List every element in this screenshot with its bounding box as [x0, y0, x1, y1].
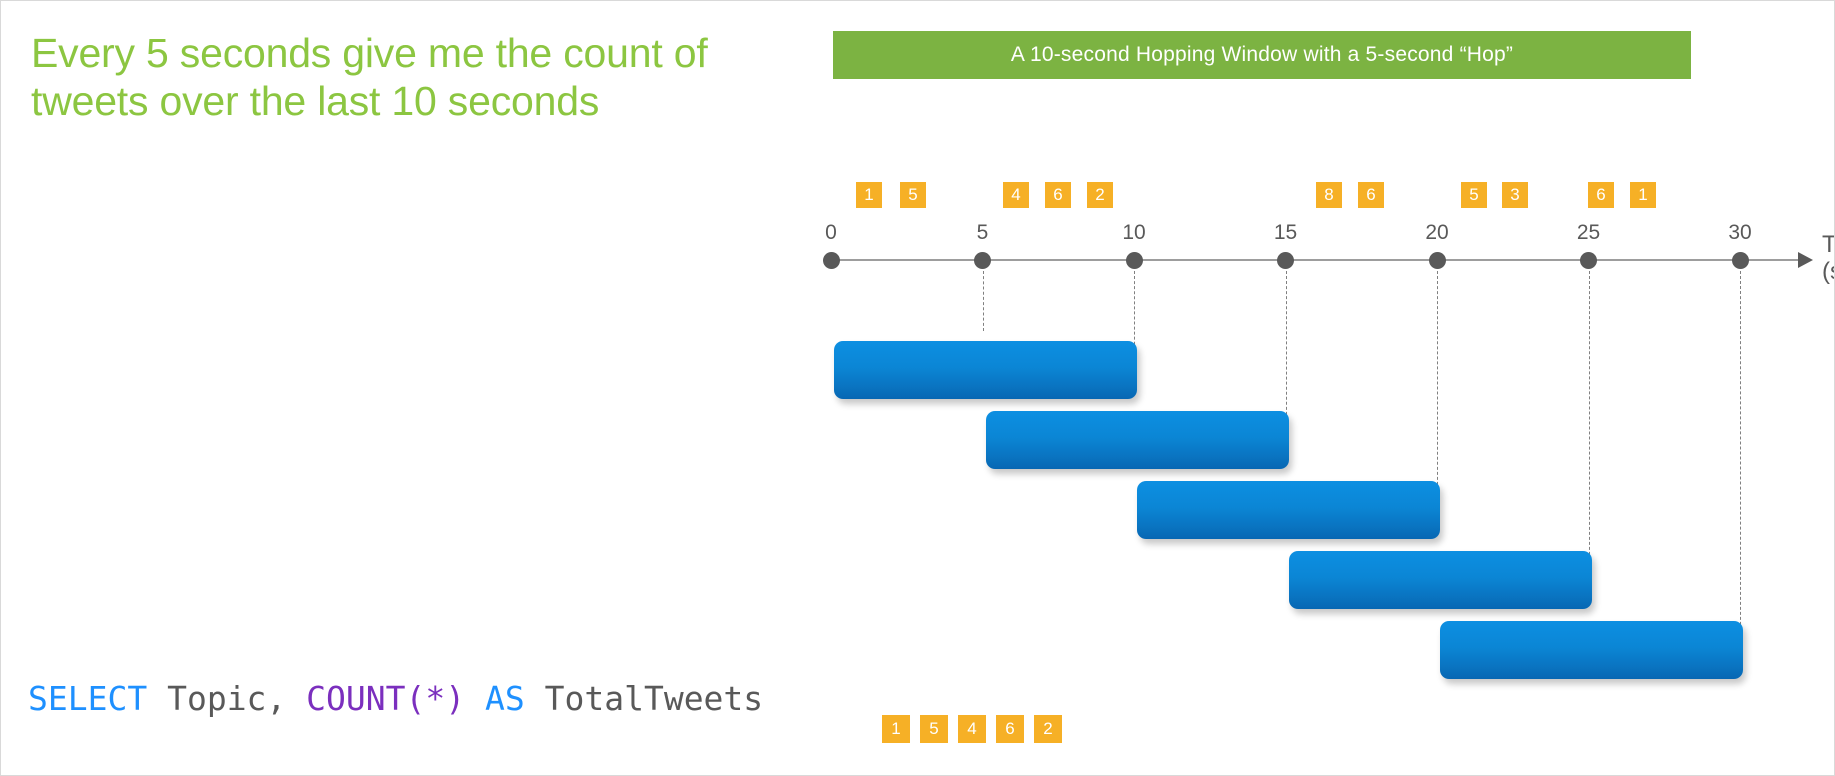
axis-tick-dot — [1428, 252, 1446, 269]
window-badge-group: 86 — [1185, 481, 1251, 775]
window-event-badge: 5 — [920, 715, 948, 743]
window-event-badge: 4 — [958, 715, 986, 743]
guide-line — [1134, 271, 1135, 370]
axis-tick-label: 0 — [825, 221, 837, 244]
hopping-window-bar — [1288, 551, 1592, 609]
axis-line — [830, 259, 1799, 261]
window-event-badge: 6 — [996, 715, 1024, 743]
stream-event-badge: 8 — [1316, 182, 1342, 208]
axis-tick-label: 25 — [1576, 221, 1601, 244]
sql-line-1: SELECT Topic, COUNT(*) AS TotalTweets — [28, 675, 922, 723]
stream-event-badge: 2 — [1087, 182, 1113, 208]
hopping-window-bar — [1137, 481, 1440, 539]
stream-event-badge: 6 — [1045, 182, 1071, 208]
window-badge-group: 462 — [1034, 411, 1138, 775]
axis-tick-dot — [1580, 252, 1597, 269]
sql-token: TotalTweets — [524, 678, 764, 718]
axis-caption-line-2: (secs) — [1822, 257, 1834, 285]
axis-caption-line-1: Time — [1822, 231, 1835, 258]
stream-event-badge: 5 — [900, 182, 926, 208]
axis-caption: Time(secs) — [1822, 231, 1835, 286]
stream-event-badge: 4 — [1003, 182, 1029, 208]
guide-line — [1588, 271, 1590, 580]
axis-tick-dot — [1731, 252, 1749, 269]
window-event-badge: 2 — [1034, 715, 1062, 743]
sql-token: COUNT(*) — [306, 678, 466, 718]
sql-token: Topic, — [147, 678, 307, 718]
axis-tick-dot — [1125, 252, 1143, 269]
page-title: Every 5 seconds give me the count of twe… — [31, 30, 708, 125]
sql-token — [465, 679, 485, 718]
axis-tick-dot — [1277, 252, 1294, 269]
axis-tick-dot — [974, 252, 991, 269]
banner-title: A 10-second Hopping Window with a 5-seco… — [1010, 43, 1514, 66]
stream-event-badge: 6 — [1358, 182, 1384, 208]
guide-line — [982, 271, 984, 331]
stream-event-badge: 1 — [1630, 182, 1656, 208]
hopping-window-bar — [834, 341, 1137, 399]
axis-tick-label: 5 — [976, 221, 989, 244]
sql-token: SELECT — [28, 678, 148, 718]
stream-event-badge: 5 — [1461, 182, 1487, 208]
stream-event-badge: 3 — [1502, 182, 1528, 208]
axis-arrow-icon — [1798, 252, 1813, 268]
hopping-window-bar — [985, 411, 1289, 469]
hopping-window-bar — [1440, 621, 1743, 679]
stream-event-badge: 1 — [856, 182, 882, 208]
axis-tick-label: 15 — [1273, 221, 1298, 244]
sql-token: AS — [485, 678, 525, 718]
axis-tick-label: 20 — [1425, 221, 1449, 244]
stream-event-badge: 6 — [1588, 182, 1614, 208]
guide-line — [1437, 271, 1438, 510]
guide-line — [1285, 271, 1287, 440]
axis-tick-label: 10 — [1122, 221, 1146, 244]
banner: A 10-second Hopping Window with a 5-seco… — [833, 31, 1691, 79]
axis-tick-label: 30 — [1728, 221, 1752, 244]
sql-query-block: SELECT Topic, COUNT(*) AS TotalTweets FR… — [28, 579, 922, 775]
guide-line — [1740, 271, 1741, 650]
axis-tick-dot — [822, 252, 840, 269]
